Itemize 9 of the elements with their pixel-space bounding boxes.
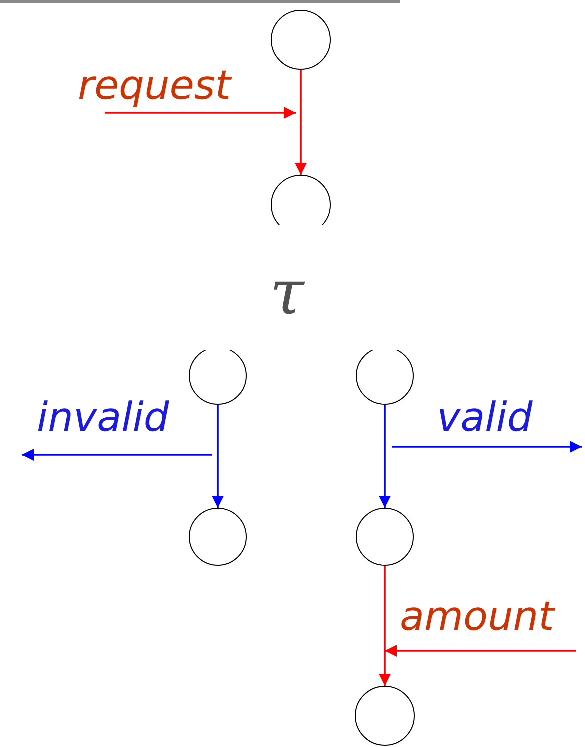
- arrow: [295, 70, 307, 175]
- event-label: request: [78, 66, 231, 106]
- tau-symbol: τ: [270, 262, 304, 324]
- arrow: [379, 566, 391, 686]
- event-label: valid: [437, 398, 533, 438]
- event-label: amount: [400, 597, 554, 637]
- event-label: invalid: [37, 398, 170, 438]
- arrow: [379, 405, 391, 508]
- arrow: [212, 405, 224, 508]
